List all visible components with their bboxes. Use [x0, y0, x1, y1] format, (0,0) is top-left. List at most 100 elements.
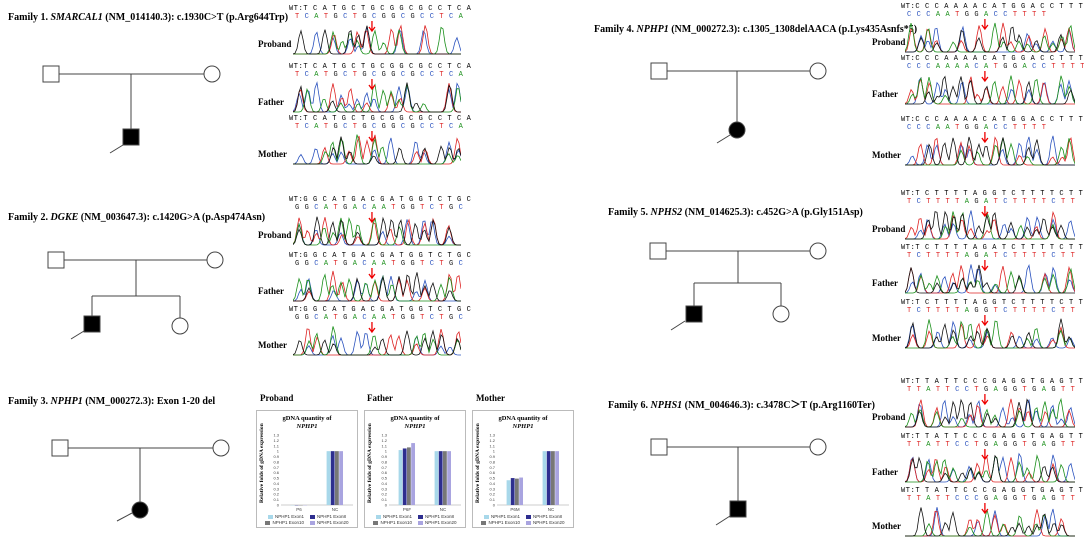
- y-tick-label: 0.5: [381, 476, 387, 481]
- variant-arrow: [368, 322, 376, 334]
- y-tick-label: 0.3: [381, 486, 387, 491]
- legend-label: NPHP1 Exon1: [490, 514, 520, 519]
- trace-channel: [905, 454, 1075, 483]
- y-tick-label: 0.1: [273, 497, 279, 502]
- bar: [335, 451, 339, 505]
- y-tick-label: 0.3: [273, 486, 279, 491]
- trace-channel: [293, 25, 461, 55]
- proband-arrow: [670, 320, 686, 331]
- trace-channel: [905, 211, 1075, 240]
- legend-swatch: [526, 514, 531, 519]
- pedigree-family-1: [42, 65, 221, 154]
- y-tick-label: 0.2: [273, 492, 279, 497]
- wildtype-sequence: WT:T T A T T C C C G A G G T G A G T T: [901, 433, 1084, 441]
- wildtype-sequence: WT:T T A T T C C C G A G G T G A G T T: [901, 487, 1084, 495]
- y-tick-label: 1.3: [381, 433, 387, 438]
- legend-swatch: [483, 514, 489, 519]
- chart-heading-mother: Mother: [476, 393, 505, 403]
- legend-label: NPHP1 Exon10: [380, 520, 412, 525]
- legend-label: NPHP1 Exon1: [382, 514, 412, 519]
- y-tick-label: 1: [385, 449, 388, 454]
- bar: [438, 451, 443, 505]
- chromatogram-trace: [293, 268, 461, 302]
- legend-item: NPHP1 Exon8: [418, 514, 454, 520]
- chart-title-line2: NPHP1: [404, 423, 426, 430]
- mother-symbol: [206, 251, 224, 269]
- bar: [546, 451, 551, 505]
- called-sequence: T T A T T C C C G A G G T G A G T T: [907, 495, 1076, 503]
- y-tick-label: 0.7: [381, 465, 387, 470]
- y-tick-label: 1: [277, 449, 280, 454]
- y-tick-label: 0.4: [381, 481, 387, 486]
- chart-plot: 00.10.20.30.40.50.60.70.80.911.11.21.3P6…: [273, 433, 353, 512]
- chromatogram-trace: [293, 21, 461, 55]
- chromatogram-trace: [905, 394, 1075, 428]
- variant-arrow: [981, 449, 989, 461]
- category-label: P6F: [403, 507, 412, 512]
- legend-swatch: [481, 520, 487, 525]
- trace-channel: [293, 272, 461, 302]
- legend-swatch: [375, 514, 381, 519]
- father-symbol: [51, 439, 69, 457]
- legend-swatch: [418, 514, 423, 519]
- legend-swatch: [373, 520, 379, 525]
- y-tick-label: 0.9: [381, 454, 387, 459]
- role-label: Mother: [872, 150, 901, 160]
- proband-arrow: [70, 330, 85, 340]
- pedigree-family-4: [650, 62, 827, 144]
- chart-title-line1: gDNA quantity of: [282, 415, 332, 422]
- legend-item: NPHP1 Exon1: [375, 514, 412, 520]
- proband-symbol: [131, 501, 149, 519]
- y-tick-label: 0.8: [381, 459, 387, 464]
- legend-item: NPHP1 Exon20: [418, 520, 457, 526]
- legend-item: NPHP1 Exon20: [310, 520, 349, 526]
- mother-symbol: [809, 62, 827, 80]
- trace-channel: [905, 507, 1075, 537]
- bar: [402, 448, 407, 505]
- role-label: Proband: [258, 39, 292, 49]
- family-2-title: Family 2. DGKE (NM_003647.3): c.1420G>A …: [8, 212, 266, 223]
- y-tick-label: 1.1: [489, 443, 495, 448]
- role-label: Father: [872, 278, 898, 288]
- bar: [515, 478, 519, 505]
- bar: [434, 451, 439, 505]
- role-label: Proband: [872, 412, 906, 422]
- called-sequence: T C T T T T A G A T C T T T T C T T: [907, 252, 1076, 260]
- pedigree-family-5: [649, 242, 827, 331]
- y-tick-label: 0.5: [489, 476, 495, 481]
- y-tick-label: 0.5: [273, 476, 279, 481]
- bar: [542, 451, 547, 505]
- family-3-title: Family 3. NPHP1 (NM_000272.3): Exon 1-20…: [8, 396, 216, 407]
- chart-title-line1: gDNA quantity of: [498, 415, 548, 422]
- y-tick-label: 0.6: [273, 470, 279, 475]
- bar: [326, 451, 331, 505]
- role-label: Father: [872, 467, 898, 477]
- legend-swatch: [267, 514, 273, 519]
- chart-plot: 00.10.20.30.40.50.60.70.80.911.11.21.3P6…: [381, 433, 461, 512]
- bar: [339, 451, 343, 505]
- pedigree-family-3: [51, 439, 230, 522]
- role-label: Mother: [258, 149, 287, 159]
- chromatogram-trace: [905, 206, 1075, 240]
- trace-channel: [905, 509, 1075, 537]
- called-sequence: G G C A T G A C A A T G G T C T G C: [295, 260, 464, 268]
- trace-channel: [905, 75, 1075, 105]
- mother-symbol: [212, 439, 230, 457]
- father-symbol: [47, 251, 65, 269]
- chromatogram-trace: [905, 315, 1075, 349]
- trace-channel: [293, 326, 461, 356]
- chromatogram-trace: [293, 322, 461, 356]
- called-sequence: G G C A T G A C A A T G G T C T G C: [295, 314, 464, 322]
- mother-symbol: [809, 242, 827, 260]
- legend-label: NPHP1 Exon20: [425, 520, 457, 525]
- legend-item: NPHP1 Exon1: [483, 514, 520, 520]
- legend-item: NPHP1 Exon8: [526, 514, 562, 520]
- category-label: NC: [332, 507, 339, 512]
- legend-label: NPHP1 Exon10: [272, 520, 304, 525]
- legend-swatch: [310, 514, 315, 519]
- trace-channel: [905, 398, 1075, 428]
